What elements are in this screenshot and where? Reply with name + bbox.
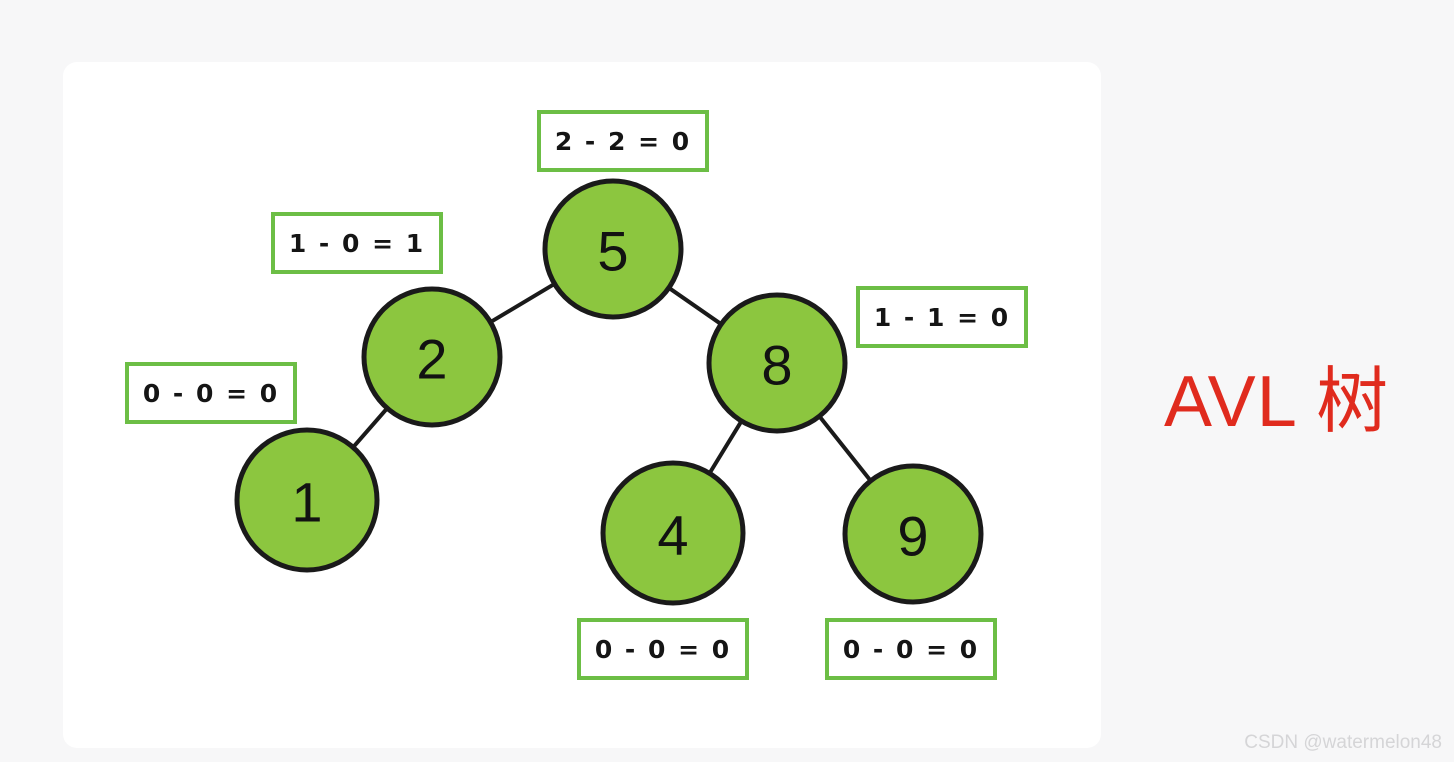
- balance-factor-text-n5: 2 - 2 = 0: [554, 126, 692, 156]
- balance-factor-box-n5: 2 - 2 = 0: [537, 110, 709, 172]
- balance-factor-box-n9: 0 - 0 = 0: [825, 618, 997, 680]
- balance-factor-box-n4: 0 - 0 = 0: [577, 618, 749, 680]
- balance-factor-text-n4: 0 - 0 = 0: [594, 634, 732, 664]
- balance-factor-text-n9: 0 - 0 = 0: [842, 634, 980, 664]
- balance-factor-text-n2: 1 - 0 = 1: [288, 228, 426, 258]
- page-title: AVL 树: [1164, 362, 1390, 442]
- balance-factor-box-n8: 1 - 1 = 0: [856, 286, 1028, 348]
- watermark-label: CSDN @watermelon48: [1244, 732, 1442, 753]
- balance-factor-text-n1: 0 - 0 = 0: [142, 378, 280, 408]
- balance-factor-box-n2: 1 - 0 = 1: [271, 212, 443, 274]
- balance-factor-text-n8: 1 - 1 = 0: [873, 302, 1011, 332]
- balance-factor-box-n1: 0 - 0 = 0: [125, 362, 297, 424]
